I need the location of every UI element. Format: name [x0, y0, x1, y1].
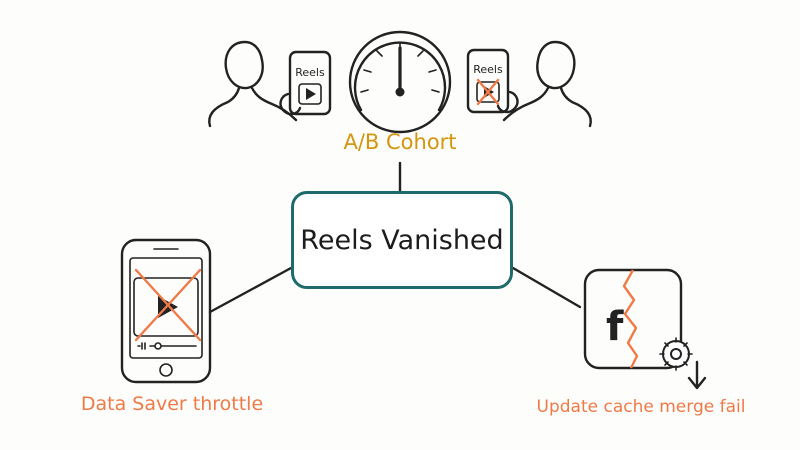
center-label: Reels Vanished	[300, 224, 504, 256]
right-phone-icon: Reels	[466, 48, 519, 114]
crack-line	[622, 269, 639, 369]
app-update-icon: f	[583, 268, 707, 390]
center-node: Reels Vanished	[291, 191, 513, 289]
connector-uc	[511, 266, 582, 309]
data-saver-label: Data Saver throttle	[80, 393, 264, 415]
download-arrow-icon	[687, 360, 707, 390]
left-phone-label: Reels	[295, 66, 325, 79]
ab-cohort-label: A/B Cohort	[343, 130, 457, 154]
ab-cohort-illustration: Reels Reels	[208, 30, 592, 134]
data-saver-phone-icon	[120, 238, 212, 384]
left-person-icon	[208, 40, 298, 128]
app-logo-letter: f	[606, 304, 624, 350]
left-phone-icon: Reels	[279, 50, 332, 116]
gear-icon	[659, 337, 693, 371]
right-phone-label: Reels	[473, 63, 503, 76]
right-person-icon	[502, 40, 592, 128]
connector-ds	[208, 266, 293, 314]
speedometer-icon	[348, 30, 452, 134]
update-cache-label: Update cache merge fail	[536, 397, 746, 417]
